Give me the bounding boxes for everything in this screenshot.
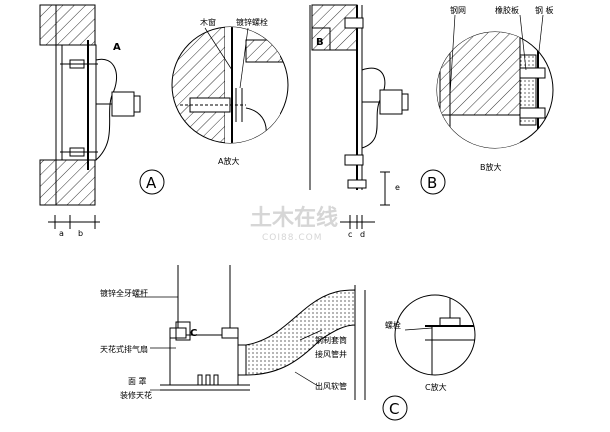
dim-e: e bbox=[395, 183, 400, 192]
fan-motor-b bbox=[379, 89, 403, 115]
label-zhuang-xiu-tian-hua: 装修天花 bbox=[120, 390, 152, 400]
watermark: 土木在线 COI88.COM bbox=[250, 205, 338, 243]
label-jie-feng-guan-jing: 接风管井 bbox=[315, 349, 347, 359]
wall-a-upper bbox=[39, 4, 96, 46]
detail-a-magnified: 木窗 镀锌螺栓 A放大 bbox=[171, 17, 289, 166]
circle-a-label: A bbox=[146, 174, 157, 192]
label-du-xin-luo-shuan: 镀锌螺栓 bbox=[236, 17, 268, 27]
label-b-fang-da: B放大 bbox=[480, 162, 502, 172]
detail-c-section: C 镀锌全牙螺杆 天花式排气扇 面 罩 装修天花 钢制套筒 接风管井 出风软管 … bbox=[100, 265, 408, 421]
dim-b: b bbox=[78, 229, 83, 238]
label-chu-feng-ruan-guan: 出风软管 bbox=[315, 381, 347, 391]
label-gang-ban: 钢 板 bbox=[535, 5, 554, 15]
tag-c: C bbox=[190, 328, 197, 339]
label-mu-chuang: 木窗 bbox=[200, 17, 216, 27]
circle-c bbox=[382, 395, 408, 421]
detail-b-section: B e c d B bbox=[309, 4, 446, 239]
circle-b-label: B bbox=[427, 174, 437, 192]
label-tian-hua-shi-pai-qi-shan: 天花式排气扇 bbox=[100, 344, 148, 354]
wall-a-lower bbox=[39, 159, 96, 206]
detail-a-section: A a b A bbox=[39, 4, 165, 238]
label-xiang-jiao-ban: 橡胶板 bbox=[495, 5, 519, 15]
circle-c-label: C bbox=[389, 400, 399, 418]
dim-a: a bbox=[59, 229, 64, 238]
circle-b bbox=[420, 169, 446, 195]
dim-d: d bbox=[360, 230, 365, 239]
tag-b: B bbox=[316, 37, 324, 48]
label-du-xin-quan-ya-luo-gan: 镀锌全牙螺杆 bbox=[100, 288, 148, 298]
label-gang-zhi-tao-tong: 钢制套筒 bbox=[315, 335, 347, 345]
tag-a: A bbox=[113, 42, 121, 53]
dim-c: c bbox=[348, 230, 352, 239]
label-a-fang-da: A放大 bbox=[218, 156, 239, 166]
fan-housing-c bbox=[169, 334, 239, 386]
label-mian-zhao: 面 罩 bbox=[128, 377, 147, 386]
flexible-duct bbox=[245, 289, 356, 376]
circle-a bbox=[139, 169, 165, 195]
watermark-main: 土木在线 bbox=[250, 205, 338, 231]
label-gang-wang: 钢网 bbox=[450, 5, 466, 15]
watermark-sub: COI88.COM bbox=[262, 233, 322, 243]
label-luo-shuan: 螺栓 bbox=[385, 320, 401, 330]
label-c-fang-da: C放大 bbox=[425, 382, 447, 392]
detail-b-magnified: 钢网 橡胶板 钢 板 B放大 bbox=[436, 5, 554, 172]
fan-motor-a bbox=[111, 91, 135, 117]
detail-c-magnified: 螺栓 C放大 bbox=[385, 294, 476, 392]
